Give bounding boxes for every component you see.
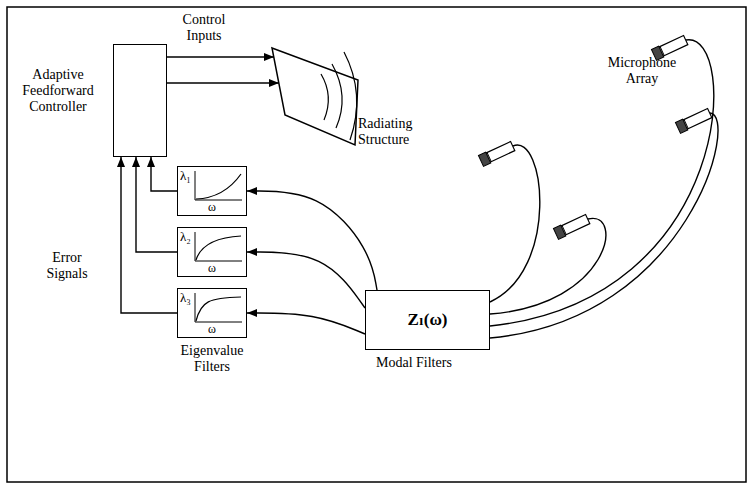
modal-filter-box: Zₗ(ω)Modal Filters: [365, 290, 490, 350]
microphone: [553, 214, 590, 240]
microphone-cable: [490, 113, 718, 338]
eigenvalue-curve: [196, 174, 241, 199]
microphone-grille: [553, 225, 565, 239]
edge-label: Control Inputs: [169, 12, 239, 44]
eigenvalue-filter: λ₃ ω: [177, 288, 247, 338]
eigenvalue-symbol: λ₂: [180, 230, 191, 244]
plot-axes: [195, 293, 242, 322]
controller-box: Adaptive Feedforward Controller: [113, 44, 167, 157]
signal-arrow: [167, 82, 279, 83]
microphone-cable: [490, 40, 714, 326]
modal-filter-heading: Modal Filters: [376, 355, 452, 371]
controller-heading: Adaptive Feedforward Controller: [10, 67, 106, 115]
microphone-ring: [562, 226, 566, 235]
microphone-array: [478, 35, 712, 240]
plot-axes: [195, 171, 242, 200]
eigenvalue-symbol: λ₃: [180, 291, 191, 305]
structure-heading: Radiating Structure: [358, 116, 424, 148]
plate-outline: [266, 44, 362, 148]
microphone-cable: [490, 218, 606, 314]
eigenvalue-filter: λ₁ ω: [177, 166, 247, 216]
signal-arrow: [247, 191, 377, 290]
signal-arrow: [121, 157, 177, 313]
signal-arrow: [136, 157, 177, 252]
radiating-structure: Radiating Structure: [266, 44, 362, 148]
microphone-grille: [478, 152, 490, 166]
sound-wave: [344, 52, 357, 140]
microphone-body: [658, 36, 688, 57]
group-label: Eigenvalue Filters: [176, 343, 248, 375]
axis-label: ω: [178, 201, 246, 214]
frame: [7, 7, 746, 482]
signal-arrow: [151, 157, 177, 191]
microphone-cable: [490, 145, 540, 302]
microphone-body: [682, 109, 712, 130]
eigenvalue-symbol: λ₁: [180, 169, 191, 183]
signal-arrow: [247, 252, 365, 308]
signal-label: Error Signals: [36, 250, 98, 282]
axis-label: ω: [178, 323, 246, 336]
microphone-cables: [490, 40, 718, 338]
microphone-ring: [660, 47, 664, 56]
eigenvalue-curve: [196, 236, 241, 260]
microphone: [478, 141, 515, 167]
microphone-ring: [487, 153, 491, 162]
microphone: [675, 108, 712, 134]
plot-axes: [195, 232, 242, 261]
sound-wave: [321, 74, 328, 120]
microphone-ring: [684, 120, 688, 129]
microphone-body: [485, 142, 515, 163]
microphone-body: [560, 215, 590, 236]
sound-wave: [332, 64, 342, 128]
axis-label: ω: [178, 262, 246, 275]
eigenvalue-curve: [196, 297, 241, 321]
microphone-grille: [675, 119, 687, 133]
plate: [272, 48, 358, 145]
signal-arrow: [167, 56, 274, 57]
eigenvalue-filter: λ₂ ω: [177, 227, 247, 277]
transfer-matrix: Zₗ(ω): [366, 310, 489, 330]
signal-arrow: [247, 313, 365, 334]
array-label: Microphone Array: [597, 55, 687, 87]
